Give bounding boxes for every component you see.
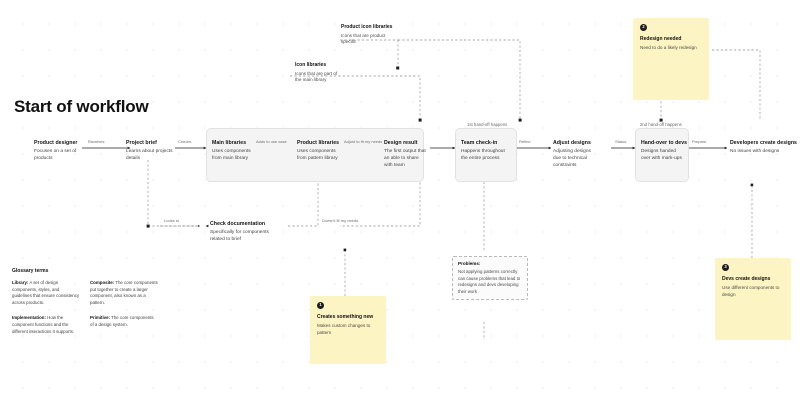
node-body: Happens throughout the entire process <box>461 149 505 161</box>
sticky-devs-create-designs[interactable]: 3 Devs create designs Use different comp… <box>715 258 791 340</box>
caption-first-handoff: 1st hand-off happens <box>467 122 508 127</box>
edge-label-refine: Refine <box>519 139 531 144</box>
problems-card[interactable]: Problems: Not applying patterns correctl… <box>452 256 528 301</box>
node-body: Uses components from main library <box>212 149 251 161</box>
callout-title: Icon libraries <box>295 62 327 68</box>
problems-title: Problems: <box>458 261 481 266</box>
edge-label-receives: Receives <box>88 139 105 144</box>
sticky-title: Devs create designs <box>722 276 771 282</box>
node-project-brief[interactable]: Project brief Learns about projects deta… <box>126 140 174 163</box>
glossary-term: Implementation: <box>12 315 46 321</box>
glossary-item: Composite: The core components put toget… <box>90 280 158 306</box>
glossary-definition: The core components put together to crea… <box>90 280 158 305</box>
edge-label-adds-to-use-case: Adds to use case <box>256 139 287 144</box>
glossary-grid: Library: A set of design components, sty… <box>12 280 162 335</box>
sticky-body: Need to do a likely redesign <box>640 45 697 50</box>
sticky-body: Makes custom changes to pattern <box>317 323 371 335</box>
glossary-item: Primitive: The core components of a desi… <box>90 315 158 335</box>
edge-label-status: Status <box>615 139 627 144</box>
sticky-badge: 3 <box>722 264 729 271</box>
sticky-badge: 1 <box>317 302 324 309</box>
node-title: Developers create designs <box>730 140 797 146</box>
handover-box[interactable] <box>635 128 689 182</box>
node-check-documentation[interactable]: Check documentation Specifically for com… <box>210 221 270 244</box>
glossary-definition: The core components of a design system. <box>90 315 154 328</box>
glossary-definition: A set of design components, styles, and … <box>12 280 80 305</box>
node-main-libraries[interactable]: Main libraries Uses components from main… <box>212 140 252 163</box>
node-title: Adjust designs <box>553 140 591 146</box>
node-hand-over-to-devs[interactable]: Hand-over to devs Designs handed over wi… <box>641 140 688 163</box>
sticky-title: Redesign needed <box>640 36 682 42</box>
node-body: Focuses on a set of products <box>34 149 77 161</box>
team-checkin-box[interactable] <box>455 128 517 182</box>
node-adjust-designs[interactable]: Adjust designs Adjusting designs due to … <box>553 140 597 169</box>
node-title: Team check-in <box>461 140 498 146</box>
callout-product-icon-libraries[interactable]: Product icon libraries Icons that are pr… <box>341 24 401 46</box>
node-product-designer[interactable]: Product designer Focuses on a set of pro… <box>34 140 82 163</box>
edge-label-doesnt-fit-my-needs: Doesn't fit my needs <box>322 218 359 223</box>
node-title: Check documentation <box>210 221 266 227</box>
glossary-panel[interactable]: Glossary terms Library: A set of design … <box>12 268 162 335</box>
callout-body: Icons that are part of the main library <box>295 70 338 83</box>
callout-title: Product icon libraries <box>341 24 393 30</box>
sticky-redesign-needed[interactable]: 2 Redesign needed Need to do a likely re… <box>633 18 709 100</box>
glossary-item: Library: A set of design components, sty… <box>12 280 80 306</box>
glossary-term: Composite: <box>90 280 115 285</box>
node-team-check-in[interactable]: Team check-in Happens throughout the ent… <box>461 140 505 163</box>
node-title: Hand-over to devs <box>641 140 688 146</box>
node-title: Design result <box>384 140 418 146</box>
edge-label-prepare: Prepare <box>692 139 707 144</box>
node-body: No issues with designs <box>730 149 780 154</box>
node-body: Learns about projects details <box>126 149 173 161</box>
glossary-item: Implementation: How the component functi… <box>12 315 80 335</box>
sticky-badge: 2 <box>640 24 647 31</box>
node-developers-create-designs[interactable]: Developers create designs No issues with… <box>730 140 797 156</box>
node-body: Specifically for components related to b… <box>210 230 269 242</box>
node-title: Product libraries <box>297 140 340 146</box>
glossary-term: Primitive: <box>90 315 111 321</box>
node-design-result[interactable]: Design result The first output that an a… <box>384 140 426 169</box>
callout-body: Icons that are product specific <box>341 32 386 45</box>
node-title: Project brief <box>126 140 157 146</box>
glossary-title: Glossary terms <box>12 268 49 274</box>
node-body: The first output that an able to share w… <box>384 149 426 168</box>
libraries-group-box[interactable] <box>206 128 424 182</box>
edge-label-looks-to: Looks to <box>164 218 180 223</box>
problems-body: Not applying patterns correctly can caus… <box>458 269 521 294</box>
glossary-definition: How the component functions and the diff… <box>12 315 75 334</box>
sticky-creates-something-new[interactable]: 1 Creates something new Makes custom cha… <box>310 296 386 364</box>
callout-icon-libraries[interactable]: Icon libraries Icons that are part of th… <box>295 62 339 84</box>
caption-second-handoff: 2nd hand-off happens <box>640 122 682 127</box>
sticky-title: Creates something new <box>317 314 374 320</box>
node-body: Designs handed over with mark-ups <box>641 149 682 161</box>
node-product-libraries[interactable]: Product libraries Uses components from p… <box>297 140 339 163</box>
node-body: Uses components from pattern library <box>297 149 338 161</box>
edge-label-adjust-to-fit-my-needs: Adjust to fit my needs <box>344 139 383 144</box>
node-title: Main libraries <box>212 140 247 146</box>
edge-label-checks: Checks <box>178 139 192 144</box>
page-title: Start of workflow <box>14 97 149 116</box>
node-title: Product designer <box>34 140 78 146</box>
node-body: Adjusting designs due to technical const… <box>553 149 591 168</box>
sticky-body: Use different components to design <box>722 285 780 297</box>
glossary-term: Library: <box>12 280 29 285</box>
